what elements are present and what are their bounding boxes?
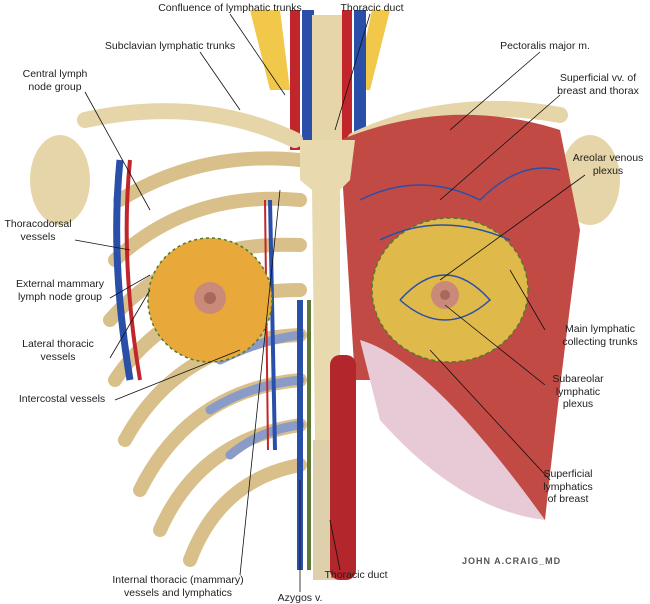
artist-signature: JOHN A.CRAIG_MD [462,556,562,566]
label-line: Subareolar [552,373,604,385]
thoracodorsal-artery [124,159,142,381]
label-confluence: Confluence of lymphatic trunks [158,2,302,14]
label-line: vessels and lymphatics [124,586,232,599]
label-line: External mammary [15,278,105,290]
carotid-right [342,10,352,150]
label-internal-thoracic: Internal thoracic (mammary)vessels and l… [112,574,243,599]
label-subclavian: Subclavian lymphatic trunks [104,40,236,52]
label-line: Central lymph [22,68,88,80]
label-line: breast and thorax [557,84,639,97]
label-line: lymphatic [555,385,601,398]
humerus-left [30,135,90,225]
cervical-spine [312,15,342,155]
label-line: node group [28,80,82,93]
label-line: Areolar venous [572,152,644,164]
thoracic-duct [307,300,311,570]
jugular-right [354,10,366,150]
clavicle-left [77,103,303,148]
label-line: Thoracodorsal [4,218,72,230]
nipple-left [204,292,216,304]
label-pectoralis: Pectoralis major m. [500,40,590,52]
label-thoracic-duct-top: Thoracic duct [340,2,404,14]
label-line: vessels [20,230,56,243]
label-line: plexus [592,164,624,177]
internal-thoracic-vein [268,199,277,451]
label-azygos: Azygos v. [277,592,323,604]
sternum [300,140,355,440]
lymph-mesh-right [371,217,529,363]
superficial-veins [359,167,561,321]
leader-lines [74,13,586,592]
thoracodorsal-vein [113,159,134,381]
label-line: Internal thoracic (mammary) [112,574,244,586]
label-thoracic-duct-bottom: Thoracic duct [324,569,388,581]
label-line: of breast [547,493,589,505]
aorta [330,355,356,580]
label-line: lymphatics [543,480,593,493]
neck-muscle-left [250,10,290,90]
label-line: Lateral thoracic [22,338,94,350]
label-line: Superficial vv. of [559,72,637,84]
azygos-vein [297,300,303,570]
humerus-right [560,135,620,225]
nipple-right [440,290,450,300]
label-line: Superficial [543,468,593,480]
label-intercostal: Intercostal vessels [18,393,106,405]
jugular-left [302,10,314,150]
label-line: vessels [40,350,76,363]
label-line: lymph node group [17,290,103,303]
label-line: Main lymphatic [564,323,636,335]
label-line: collecting trunks [562,335,638,348]
carotid-left [290,10,300,150]
label-line: plexus [562,398,594,410]
serratus-area [360,340,545,520]
